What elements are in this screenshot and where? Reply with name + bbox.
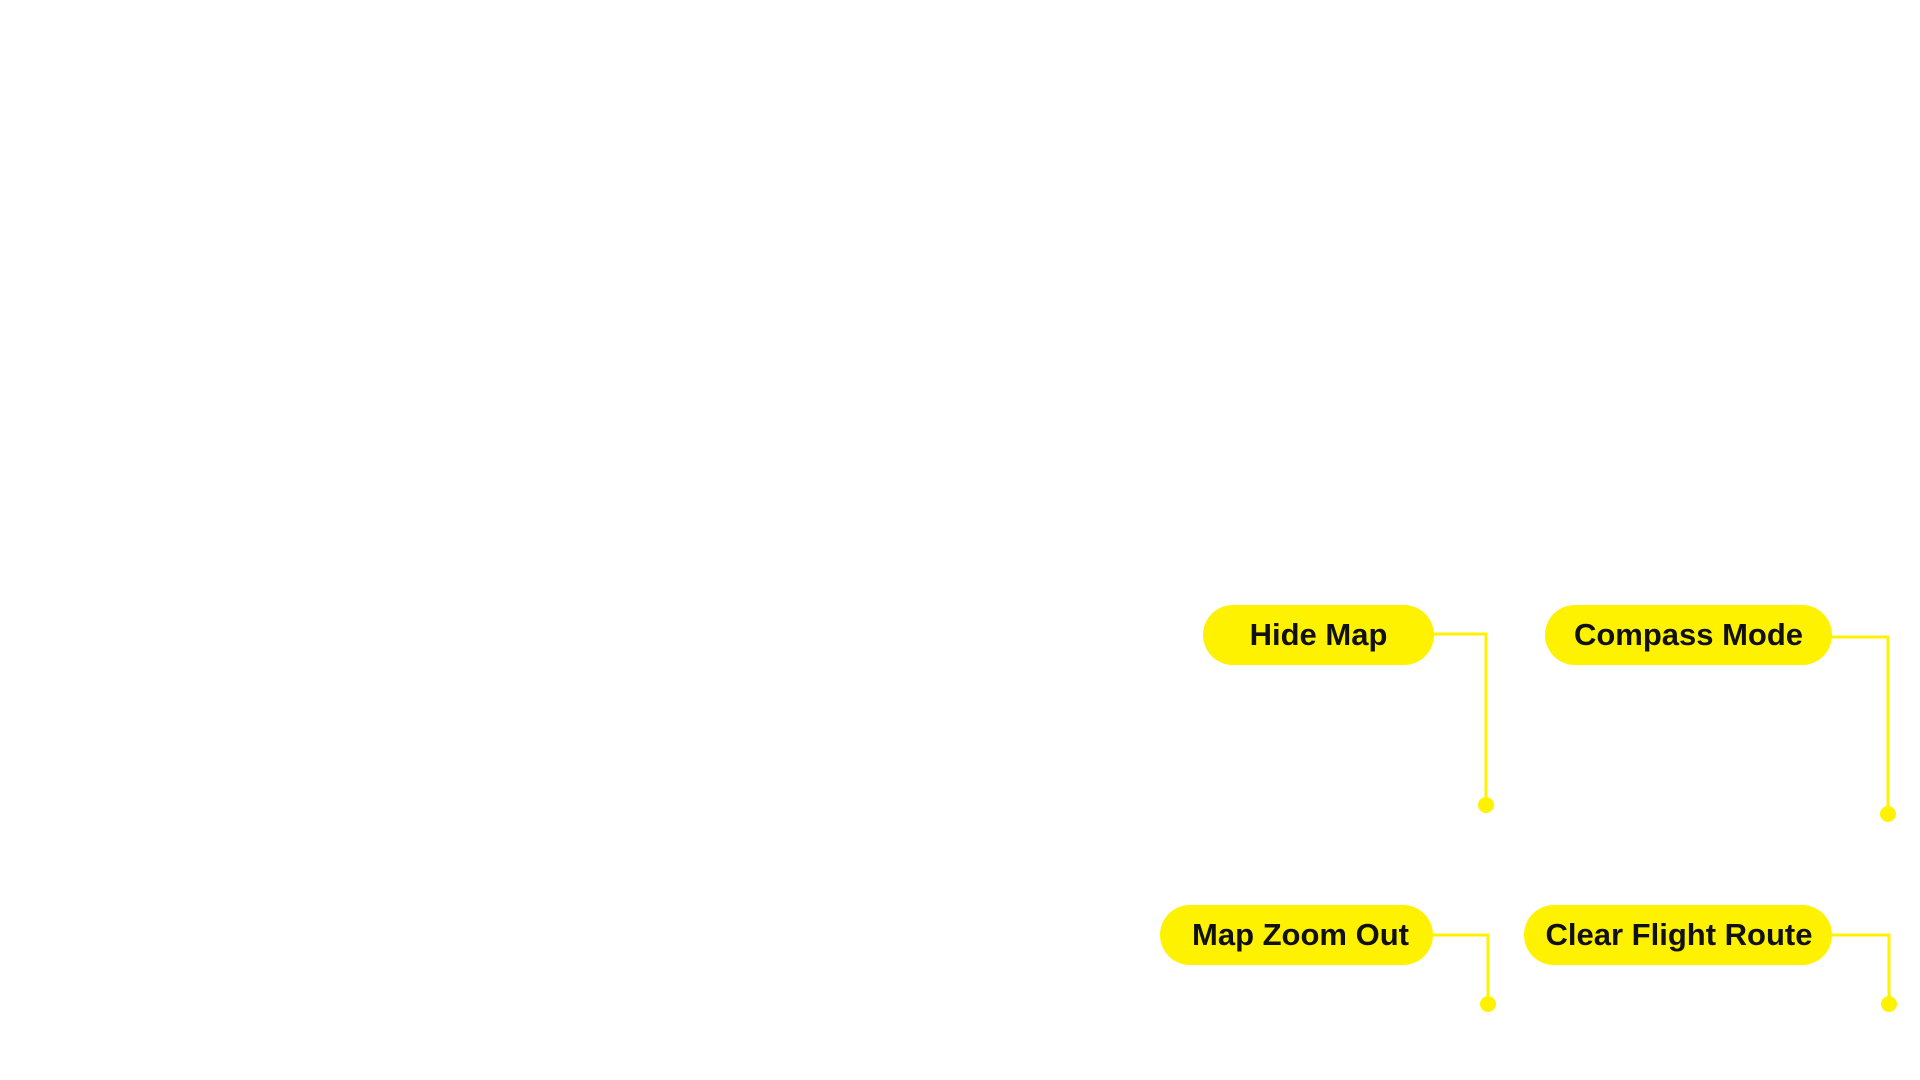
compass-mode-leader-line <box>1830 635 1890 813</box>
hide-map-target-dot <box>1478 797 1494 813</box>
compass-mode-callout: Compass Mode <box>1545 605 1832 665</box>
hide-map-leader-line <box>1432 632 1488 804</box>
map-zoom-out-callout: Map Zoom Out <box>1160 905 1433 965</box>
compass-mode-target-dot <box>1880 806 1896 822</box>
hide-map-callout: Hide Map <box>1203 605 1434 665</box>
map-zoom-out-target-dot <box>1480 996 1496 1012</box>
clear-flight-route-target-dot <box>1881 996 1897 1012</box>
clear-flight-route-leader-line <box>1830 933 1891 1003</box>
map-zoom-out-leader-line <box>1432 933 1490 1003</box>
clear-flight-route-callout: Clear Flight Route <box>1524 905 1832 965</box>
